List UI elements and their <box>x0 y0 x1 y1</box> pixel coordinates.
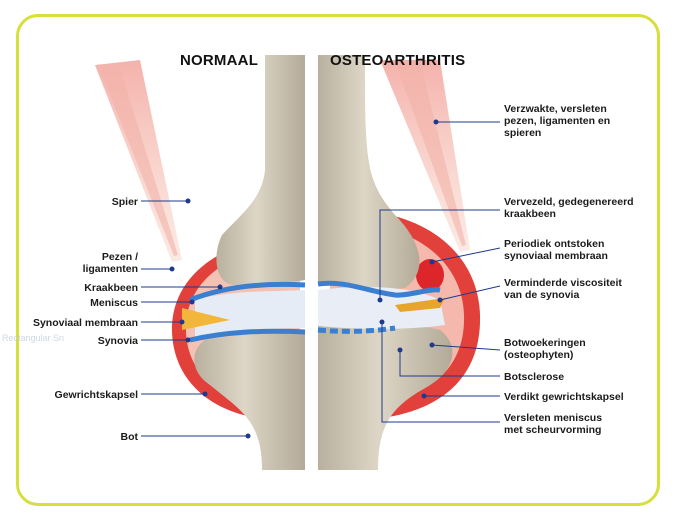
label-botwoekeringen: Botwoekeringen (osteophyten) <box>504 337 586 361</box>
heading-osteo: OSTEOARTHRITIS <box>330 52 466 69</box>
label-viscositeit: Verminderde viscositeit van de synovia <box>504 277 622 301</box>
femur <box>216 55 420 289</box>
label-synovia: Synovia <box>97 335 138 347</box>
label-verdikt: Verdikt gewrichtskapsel <box>504 391 624 403</box>
muscle-left <box>95 60 182 262</box>
ghost-text: Rectangular Sn <box>2 333 65 343</box>
label-verzwakte: Verzwakte, versleten pezen, ligamenten e… <box>504 103 611 139</box>
label-versleten-meniscus: Versleten meniscus met scheurvorming <box>504 412 603 436</box>
label-bot: Bot <box>120 431 139 443</box>
joint-space-normal <box>195 290 305 338</box>
heading-normal: NORMAAL <box>180 52 259 69</box>
muscle-right <box>380 60 470 252</box>
label-vervezeld: Vervezeld, gedegenereerd kraakbeen <box>504 196 634 220</box>
meniscus-osteo <box>395 298 445 312</box>
label-pezen: Pezen / ligamenten <box>82 251 138 275</box>
label-meniscus: Meniscus <box>90 297 138 309</box>
leader-lines <box>141 121 501 437</box>
tibia <box>194 324 453 470</box>
cartilage <box>189 280 441 343</box>
label-ontstoken: Periodiek ontstoken synoviaal membraan <box>504 238 608 262</box>
label-gewrichtskapsel: Gewrichtskapsel <box>54 389 138 401</box>
leader-dots <box>169 119 443 439</box>
meniscus-normal <box>182 308 230 330</box>
joint-space-osteo <box>318 287 445 329</box>
label-synoviaal-membraan: Synoviaal membraan <box>32 317 138 329</box>
label-spier: Spier <box>111 196 138 208</box>
label-botsclerose: Botsclerose <box>504 371 565 383</box>
label-kraakbeen: Kraakbeen <box>84 282 138 294</box>
